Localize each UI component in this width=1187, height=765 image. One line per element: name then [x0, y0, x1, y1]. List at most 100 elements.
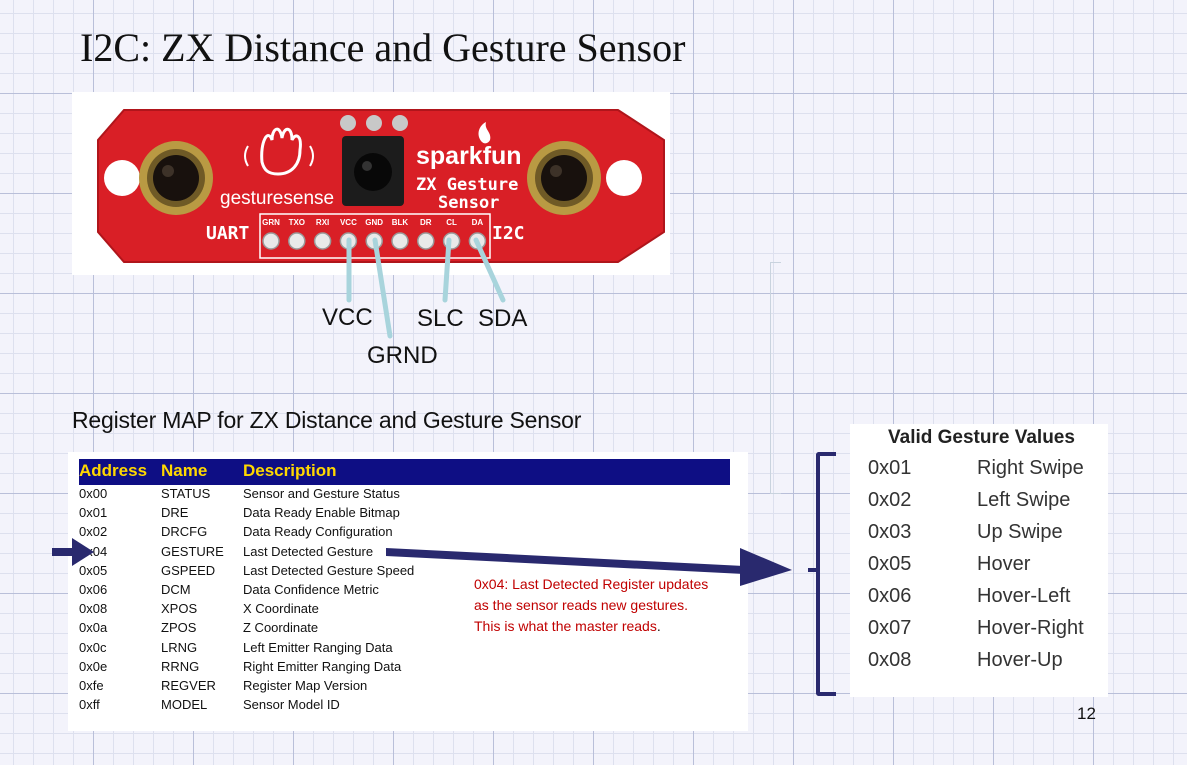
- row-name: REGVER: [161, 678, 216, 693]
- row-address: 0x04: [79, 543, 108, 559]
- sensor-board-photo: gesturesense sparkfun ZX Gesture Sensor …: [72, 92, 670, 275]
- col-address: Address: [79, 461, 148, 480]
- hand-icon: [260, 127, 302, 176]
- row-description: Left Emitter Ranging Data: [243, 639, 393, 655]
- row-name: STATUS: [161, 486, 211, 501]
- row-address: 0x00: [79, 486, 108, 501]
- register-map-heading: Register MAP for ZX Distance and Gesture…: [72, 407, 582, 433]
- register-map-table: Address Name Description 0x00 STATUS Senso…: [68, 452, 748, 731]
- gesture-bracket-tick: [808, 568, 818, 572]
- gesture-row: 0x07 Hover-Right: [868, 617, 1084, 645]
- row-name: XPOS: [161, 601, 198, 617]
- product-name-line1: ZX Gesture: [416, 175, 518, 195]
- pin-label-dr: DR: [420, 218, 432, 227]
- row-description: X Coordinate: [243, 601, 319, 617]
- valid-gesture-values-panel: Valid Gesture Values 0x01 Right Swipe 0x02…: [850, 424, 1108, 697]
- mounting-hole-left: [104, 160, 140, 196]
- row-description: Data Confidence Metric: [243, 582, 379, 597]
- pin-label-vcc: VCC: [340, 218, 357, 227]
- row-name: LRNG: [161, 639, 198, 655]
- pin-label-blk: BLK: [392, 218, 409, 227]
- gesturesense-logo: gesturesense: [220, 188, 334, 209]
- row-name: RRNG: [161, 658, 200, 674]
- gesture-code: 0x05: [868, 553, 912, 575]
- gesture-name: Right Swipe: [977, 457, 1084, 479]
- uart-label: UART: [206, 223, 250, 244]
- gesture-row: 0x06 Hover-Left: [868, 585, 1070, 613]
- pin-label-rxi: RXI: [316, 218, 329, 227]
- page-number: 12: [1077, 704, 1096, 723]
- row-description: Last Detected Gesture Speed: [243, 562, 415, 578]
- sparkfun-logo: sparkfun: [416, 142, 522, 170]
- row-description: Right Emitter Ranging Data: [243, 658, 402, 674]
- row-description: Register Map Version: [243, 678, 368, 693]
- vcc-label: VCC: [322, 304, 373, 331]
- row-name: MODEL: [161, 697, 208, 713]
- gesture-row: 0x02 Left Swipe: [868, 489, 1070, 517]
- row-description: Data Ready Configuration: [243, 524, 393, 540]
- gesture-name: Up Swipe: [977, 521, 1063, 543]
- mounting-hole-right: [606, 160, 642, 196]
- pin-label-gnd: GND: [365, 218, 383, 227]
- slc-label: SLC: [417, 305, 464, 332]
- header-pin: [442, 232, 461, 250]
- sda-label: SDA: [478, 305, 528, 332]
- gesture-code: 0x08: [868, 649, 912, 671]
- row-address: 0x06: [79, 582, 108, 597]
- gesture-name: Hover-Up: [977, 649, 1063, 671]
- row-address: 0x05: [79, 562, 108, 578]
- slide-title: I2C: ZX Distance and Gesture Sensor: [80, 25, 686, 70]
- row-name: DCM: [161, 582, 191, 597]
- row-name: DRE: [161, 505, 189, 521]
- i2c-board-label: I2C: [492, 223, 525, 244]
- row-name: ZPOS: [161, 620, 197, 636]
- header-pins: GRN TXO RXI VCC GND BLK DR CL DA: [262, 218, 487, 250]
- gesture-row: 0x01 Right Swipe: [868, 457, 1084, 485]
- pin-label-da: DA: [472, 218, 484, 227]
- row-description: Last Detected Gesture: [243, 543, 374, 559]
- faint-bracket: [770, 262, 781, 494]
- row-description: Z Coordinate: [243, 620, 319, 636]
- pin-label-txo: TXO: [289, 218, 305, 227]
- gesture-register-note: 0x04: Last Detected Register updates as …: [474, 574, 714, 637]
- row-address: 0x01: [79, 505, 108, 521]
- gesture-code: 0x02: [868, 489, 912, 511]
- row-address: 0x08: [79, 601, 108, 617]
- gesture-row: 0x05 Hover: [868, 553, 1030, 581]
- row-address: 0x02: [79, 524, 108, 540]
- note-period: .: [656, 618, 661, 634]
- gesture-code: 0x06: [868, 585, 912, 607]
- row-name: GSPEED: [161, 562, 216, 578]
- gesture-name: Hover-Right: [977, 617, 1084, 639]
- header-pin: [417, 232, 435, 250]
- product-name-line2: Sensor: [438, 193, 499, 213]
- header-pin: [391, 232, 409, 250]
- gesture-code: 0x01: [868, 457, 912, 479]
- row-address: 0x0e: [79, 658, 108, 674]
- gesture-values-title: Valid Gesture Values: [888, 427, 1075, 448]
- row-address: 0x0a: [79, 620, 108, 636]
- row-address: 0xfe: [79, 678, 104, 693]
- row-description: Data Ready Enable Bitmap: [243, 505, 400, 521]
- col-name: Name: [161, 461, 208, 480]
- gesture-row: 0x08 Hover-Up: [868, 649, 1063, 677]
- row-address: 0xff: [79, 697, 100, 713]
- header-pin: [313, 232, 332, 250]
- note-text: 0x04: Last Detected Register updates as …: [474, 576, 709, 634]
- row-name: DRCFG: [161, 524, 208, 540]
- gesture-name: Hover: [977, 553, 1031, 575]
- row-name: GESTURE: [161, 543, 224, 559]
- header-pin: [468, 232, 487, 250]
- flame-icon: [478, 122, 491, 144]
- gesture-name: Left Swipe: [977, 489, 1071, 511]
- header-pin: [339, 232, 358, 250]
- gesture-bracket: [816, 452, 836, 696]
- table-header: Address Name Description: [79, 459, 730, 485]
- gesture-code: 0x07: [868, 617, 912, 639]
- row-address: 0x0c: [79, 639, 107, 655]
- row-description: Sensor and Gesture Status: [243, 486, 400, 501]
- pin-label-cl: CL: [446, 218, 457, 227]
- pin-label-grn: GRN: [262, 218, 280, 227]
- gesture-name: Hover-Left: [977, 585, 1071, 607]
